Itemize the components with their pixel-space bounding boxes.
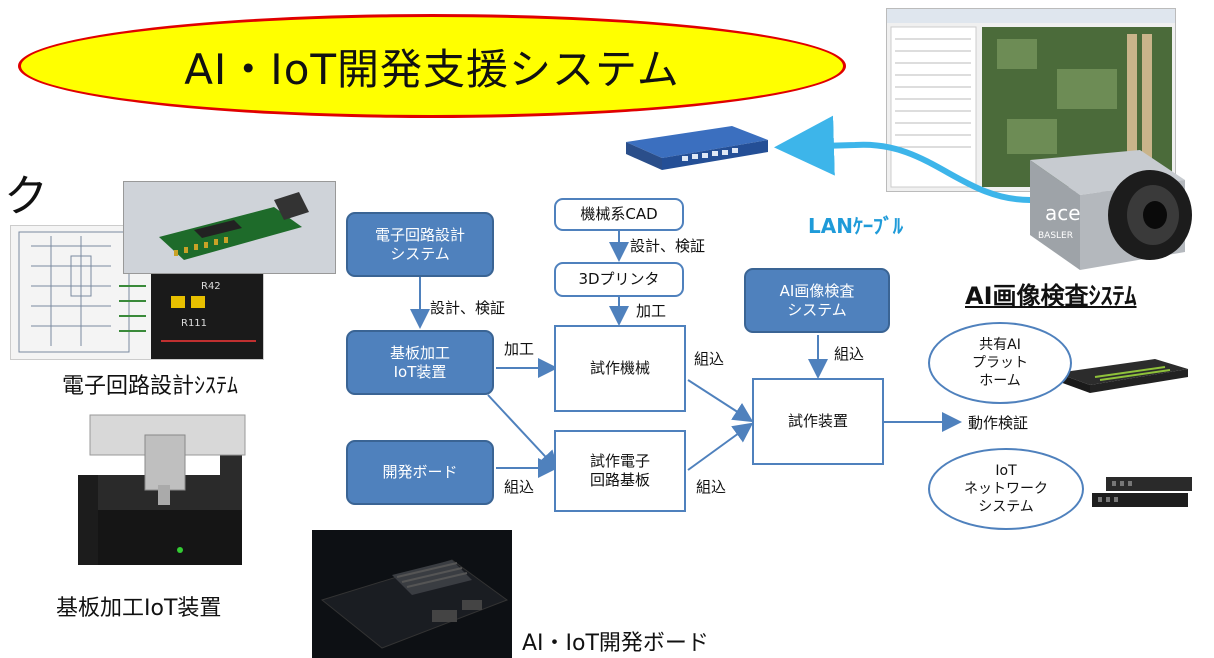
board-processing-machine-photo [70,405,250,575]
lan-cable [774,115,1031,203]
node-board-processing-label: 基板加工 IoT装置 [389,343,450,381]
node-3d-printer: 3Dプリンタ [554,262,684,297]
node-dev-board: 開発ボード [346,440,494,505]
flow-arrows [410,231,962,478]
ellipse-iot-network: IoT ネットワーク システム [928,448,1084,530]
caption-ai-image-inspection: AI画像検査ｼｽﾃﾑ [965,282,1137,310]
title-banner: AI・IoT開発支援システム [18,14,846,118]
edge-label-integrate-1: 組込 [694,350,725,368]
node-circuit-design-label: 電子回路設計 システム [374,225,465,263]
iot-network-label: IoT ネットワーク システム [964,462,1048,516]
node-proto-device: 試作装置 [752,378,884,465]
node-dev-board-label: 開発ボード [382,463,458,482]
camera-brand-ace: ace [1045,201,1081,225]
node-proto-device-label: 試作装置 [787,412,848,431]
node-mech-cad-label: 機械系CAD [580,205,658,224]
pcb-silkscreen-r111: R111 [181,318,207,329]
edge-label-operation-check: 動作検証 [968,414,1029,432]
node-3d-printer-label: 3Dプリンタ [578,270,660,289]
server-photo-platform [1055,355,1190,395]
caption-ai-iot-dev-board: AI・IoT開発ボード [522,631,709,656]
dev-board-photo [312,530,512,658]
node-proto-machine: 試作機械 [554,325,686,412]
network-switch-photo [622,120,770,172]
caption-board-processing-iot: 基板加工IoT装置 [56,596,222,621]
basler-camera-photo: ace BASLER [1020,140,1198,275]
edge-label-integrate-2: 組込 [504,478,535,496]
title-text: AI・IoT開発支援システム [184,44,680,94]
edge-label-integrate-4: 組込 [834,345,865,363]
ellipse-shared-ai-platform: 共有AI プラット ホーム [928,322,1072,404]
node-proto-circuit: 試作電子 回路基板 [554,430,686,512]
edge-label-processing-1: 加工 [504,340,535,358]
server-photo-network [1088,475,1193,515]
edge-label-design-verify-2: 設計、検証 [630,237,706,255]
arrow-machine-to-device [687,379,754,423]
node-ai-inspection-label: AI画像検査 システム [779,281,855,319]
lan-cable-label: LANｹｰﾌﾞﾙ [808,214,903,238]
edge-label-integrate-3: 組込 [696,478,727,496]
node-proto-circuit-label: 試作電子 回路基板 [589,452,650,489]
cropped-title-fragment: ク [4,171,48,222]
edge-label-design-verify-1: 設計、検証 [430,299,506,317]
node-ai-inspection: AI画像検査 システム [744,268,890,333]
pcb-silkscreen-r42: R42 [201,281,221,292]
edge-label-processing-2: 加工 [636,302,667,320]
node-board-processing-iot: 基板加工 IoT装置 [346,330,494,395]
camera-brand-basler: BASLER [1038,231,1073,241]
arrow-circuit-to-device [687,422,754,471]
pcb-3d-render [123,181,336,274]
shared-ai-platform-label: 共有AI プラット ホーム [972,336,1028,390]
node-mech-cad: 機械系CAD [554,198,684,231]
arrow-board-to-circuit [487,394,559,471]
node-proto-machine-label: 試作機械 [589,359,650,378]
caption-circuit-design-system: 電子回路設計ｼｽﾃﾑ [62,374,239,399]
node-circuit-design-system: 電子回路設計 システム [346,212,494,277]
schematic-image: R42 R111 [11,226,263,359]
